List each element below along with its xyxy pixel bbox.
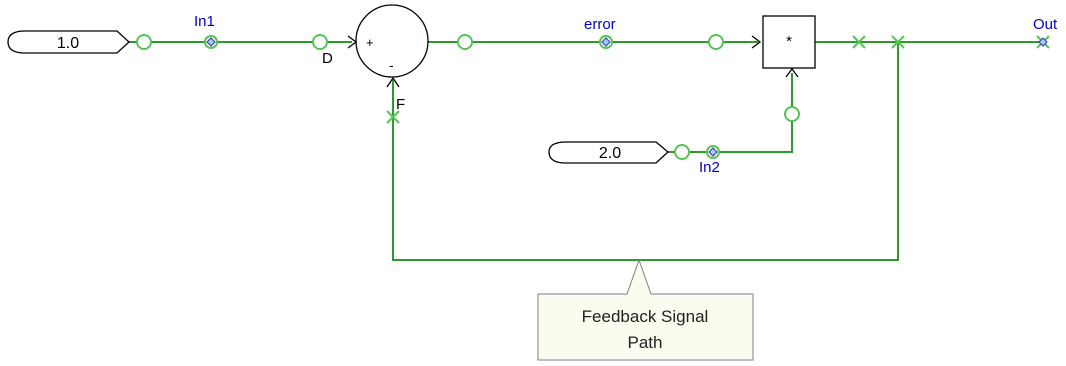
probe-error[interactable] xyxy=(599,35,613,49)
constant-block-2[interactable]: 2.0 xyxy=(548,141,669,164)
callout-line-1: Feedback Signal xyxy=(582,307,709,326)
product-symbol: * xyxy=(786,33,792,50)
constant-1-value: 1.0 xyxy=(57,35,79,52)
constant-block-1[interactable]: 1.0 xyxy=(7,30,130,54)
probe-out[interactable] xyxy=(1038,37,1048,47)
product-input-arrow-2 xyxy=(785,67,799,78)
port-marker[interactable] xyxy=(136,34,152,50)
signal-labels: In1 error In2 Out xyxy=(194,13,1058,176)
wire-in2[interactable] xyxy=(668,73,793,153)
signal-label-in1: In1 xyxy=(194,13,215,30)
signal-label-out: Out xyxy=(1033,16,1058,33)
sum-plus-sign: + xyxy=(366,35,374,50)
callout-line-2: Path xyxy=(628,333,663,352)
sum-block[interactable]: + - D F xyxy=(322,4,429,113)
constant-2-value: 2.0 xyxy=(599,145,621,162)
port-marker[interactable] xyxy=(784,106,800,122)
sum-input-label-f: F xyxy=(396,96,405,113)
probe-in2[interactable] xyxy=(706,145,720,159)
port-marker[interactable] xyxy=(457,34,473,50)
port-marker[interactable] xyxy=(708,34,724,50)
cross-marker[interactable] xyxy=(852,35,866,49)
signal-label-in2: In2 xyxy=(699,159,720,176)
signal-probes xyxy=(204,35,1048,159)
port-markers xyxy=(136,34,800,160)
cross-marker[interactable] xyxy=(386,110,400,124)
product-input-arrow-1 xyxy=(751,35,762,49)
product-block[interactable]: * xyxy=(751,15,816,78)
cross-marker[interactable] xyxy=(891,35,905,49)
port-marker[interactable] xyxy=(312,34,328,50)
wire-feedback[interactable] xyxy=(392,42,899,261)
callout-bubble xyxy=(537,258,754,361)
signal-label-error: error xyxy=(584,16,616,33)
sum-minus-sign: - xyxy=(389,57,394,73)
sum-input-arrow-f xyxy=(386,76,400,88)
sum-input-label-d: D xyxy=(322,50,333,67)
sum-input-arrow-d xyxy=(347,35,358,49)
feedback-callout: Feedback Signal Path xyxy=(537,258,754,361)
probe-in1[interactable] xyxy=(204,35,218,49)
port-marker[interactable] xyxy=(674,144,690,160)
